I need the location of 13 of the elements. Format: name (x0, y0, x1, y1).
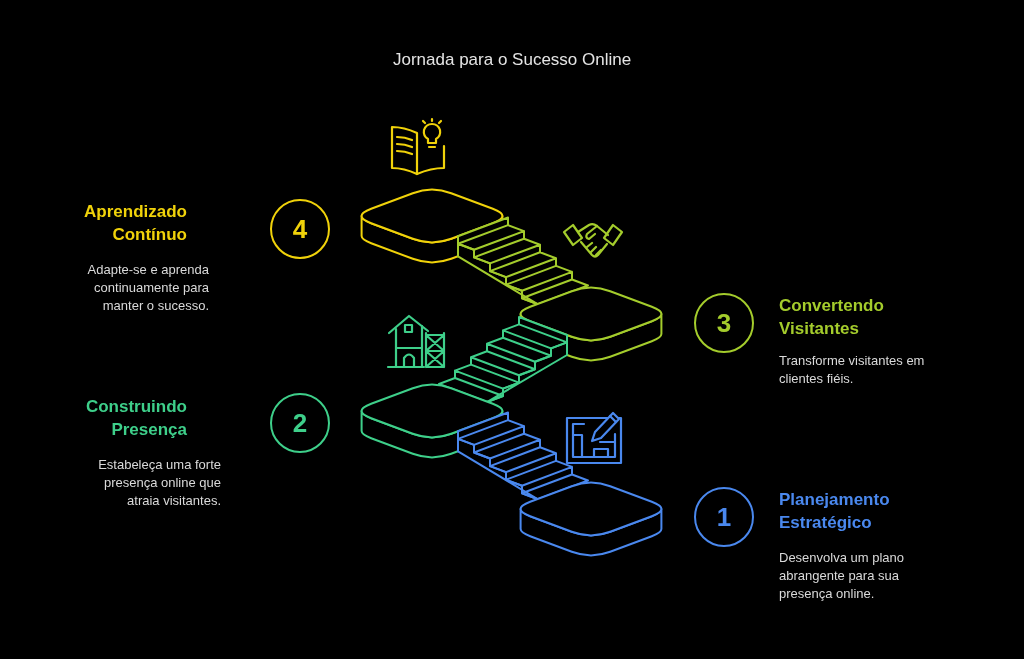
step-description: Estabeleça uma forte presença online que atraia visitantes. (97, 456, 221, 510)
step-description: Transforme visitantes em clientes fiéis. (779, 352, 926, 388)
step-heading: Convertendo Visitantes (779, 295, 885, 340)
step-number-circle: 4 (270, 199, 330, 259)
step-heading: Construindo Presença (84, 396, 187, 441)
step-heading: Aprendizado Contínuo (83, 201, 187, 246)
step-heading: Planejamento Estratégico (779, 489, 891, 534)
step-number-circle: 2 (270, 393, 330, 453)
step-description: Desenvolva um plano abrangente para sua presença online. (779, 549, 906, 603)
diagram-title: Jornada para o Sucesso Online (393, 49, 632, 70)
step-description: Adapte-se e aprenda continuamente para manter o sucesso. (86, 261, 209, 315)
step-number-circle: 3 (694, 293, 754, 353)
step-number-circle: 1 (694, 487, 754, 547)
